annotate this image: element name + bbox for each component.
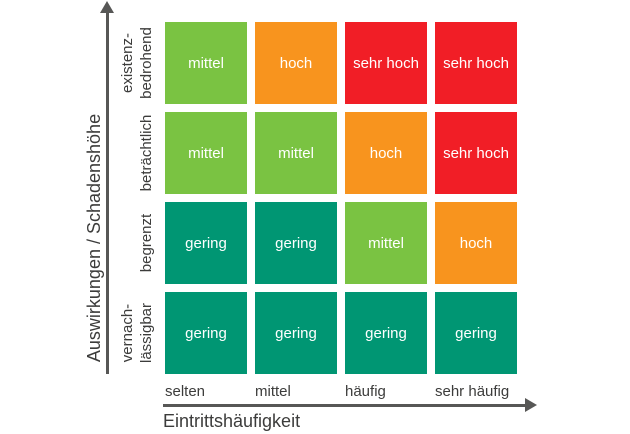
column-label-sehr-haeufig: sehr häufig	[435, 383, 510, 400]
matrix-cell: gering	[345, 292, 427, 374]
matrix-cell: sehr hoch	[435, 112, 517, 194]
row-label-vernachlaessigbar: vernach- lässigbar	[119, 302, 155, 364]
column-label-mittel: mittel	[255, 383, 291, 400]
arrow-right-icon	[525, 398, 537, 412]
x-axis-line	[163, 404, 525, 407]
column-label-haeufig: häufig	[345, 383, 386, 400]
matrix-cell: mittel	[255, 112, 337, 194]
matrix-cell: gering	[255, 202, 337, 284]
matrix-cell: hoch	[435, 202, 517, 284]
matrix-cell: sehr hoch	[435, 22, 517, 104]
y-axis-title: Auswirkungen / Schadenshöhe	[84, 113, 104, 363]
matrix-cell: gering	[435, 292, 517, 374]
matrix-cell: sehr hoch	[345, 22, 427, 104]
row-label-existenzbedrohend: existenz- bedrohend	[119, 27, 155, 99]
matrix-cell: gering	[165, 292, 247, 374]
y-axis-line	[106, 12, 109, 374]
matrix-cell: mittel	[165, 22, 247, 104]
column-label-selten: selten	[165, 383, 206, 400]
matrix-cell: hoch	[345, 112, 427, 194]
matrix-grid: mittel hoch sehr hoch sehr hoch mittel m…	[165, 22, 517, 374]
matrix-cell: mittel	[345, 202, 427, 284]
arrow-up-icon	[100, 1, 114, 13]
matrix-cell: mittel	[165, 112, 247, 194]
x-axis-title: Eintrittshäufigkeit	[163, 411, 301, 431]
matrix-cell: gering	[255, 292, 337, 374]
row-label-betraechtlich: beträchtlich	[138, 114, 155, 192]
row-label-begrenzt: begrenzt	[138, 213, 155, 273]
matrix-cell: gering	[165, 202, 247, 284]
matrix-cell: hoch	[255, 22, 337, 104]
